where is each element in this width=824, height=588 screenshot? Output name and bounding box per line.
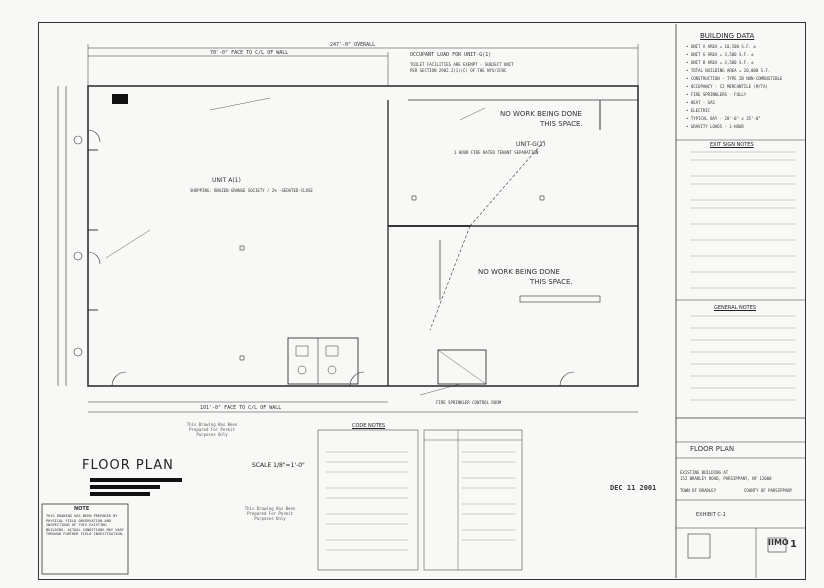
occupant-note-line1: OCCUPANT LOAD FOR UNIT-G(1) [410, 52, 492, 58]
no-work-label-1b: THIS SPACE. [540, 120, 583, 128]
occupant-note-line2: TOILET FACILITIES ARE EXEMPT - SUBJECT U… [410, 62, 514, 67]
permit-stamp: This Drawing Has Been Prepared For Permi… [186, 422, 238, 437]
building-data-item: • GRAVITY LOADS - 1-HOUR [686, 124, 744, 129]
dim-top-overall: 247'-0" OVERALL [330, 42, 376, 48]
building-data-item: • OCCUPANCY - C2 MERCANTILE (M/TA) [686, 84, 768, 89]
note-title: NOTE [74, 506, 90, 512]
date-stamp: DEC 11 2001 [610, 484, 657, 492]
building-data-item: • ELECTRIC [686, 108, 711, 113]
title-block-project-2: 152 BRADLEY ROAD, PARSIPPANY, NY 12000 [680, 476, 772, 481]
building-data-item: • HEAT - GAS [686, 100, 715, 105]
no-work-label-1: NO WORK BEING DONE [500, 110, 582, 118]
redaction-bar [90, 478, 182, 482]
unit-a-label: UNIT A(1) [212, 177, 241, 184]
title-block-owner: TOWN OF BRADLEY [680, 488, 717, 493]
dim-bottom-left: 101'-0" FACE TO C/L OF WALL [200, 405, 282, 411]
riser-room-label: FIRE SPRINKLER CONTROL ROOM [436, 400, 502, 405]
redaction-bar [112, 94, 128, 104]
building-data-item: • UNIT A AREA = 10,500 S.F. ± [686, 44, 756, 49]
note-body: THIS DRAWING HAS BEEN PREPARED BY PHYSIC… [46, 514, 124, 537]
drawing-title: FLOOR PLAN [82, 458, 174, 473]
sheet-border [38, 22, 806, 580]
code-notes-title: CODE NOTES [352, 423, 386, 429]
building-data-item: • UNIT G AREA = 3,500 S.F. ± [686, 52, 754, 57]
sheet-label: EXHIBIT C-1 [696, 512, 726, 518]
title-block-drawing-title: FLOOR PLAN [690, 445, 735, 453]
redaction-bar [90, 485, 160, 489]
building-data-item: • TYPICAL BAY - 28'-0" x 35'-0" [686, 116, 761, 121]
title-block-county: COUNTY OF PARSIPPANY [744, 488, 793, 493]
sheet-number: 1 [790, 539, 797, 550]
building-data-title: BUILDING DATA [700, 32, 755, 40]
occupant-note-line3: PER SECTION 2902.2(1)(C) OF THE NYS/IFBC [410, 68, 507, 73]
fire-rated-note: 1 HOUR FIRE RATED TENANT SEPARATION [454, 150, 539, 155]
building-data-item: • CONSTRUCTION - TYPE 2B NON-COMBUSTIBLE [686, 76, 783, 81]
permit-stamp-2: This Drawing Has Been Prepared For Permi… [244, 506, 296, 521]
drawing-scale: SCALE 1/8"=1'-0" [252, 462, 305, 469]
no-work-label-2b: THIS SPACE. [530, 278, 573, 286]
general-notes-title: GENERAL NOTES [714, 305, 757, 311]
firm-logo: IIMO [768, 538, 789, 547]
no-work-label-2: NO WORK BEING DONE [478, 268, 560, 276]
building-data-item: • TOTAL BUILDING AREA = 20,000 S.F. [686, 68, 771, 73]
building-outline [87, 85, 639, 387]
building-data-item: • FIRE SPRINKLERS - FULLY [686, 92, 747, 97]
unit-g-label: UNIT-G(1) [516, 141, 546, 148]
exit-notes-title: EXIT SIGN NOTES [710, 142, 754, 148]
title-block-project-1: EXISTING BUILDING AT [680, 470, 729, 475]
unit-a-note: SHOPPING: BRAZEN GRANGE SOCIETY / 2% -SE… [190, 188, 313, 193]
redaction-bar [90, 492, 150, 496]
dim-top-left: 70'-0" FACE TO C/L OF WALL [210, 50, 289, 56]
building-data-item: • UNIT B AREA = 3,500 S.F. ± [686, 60, 754, 65]
